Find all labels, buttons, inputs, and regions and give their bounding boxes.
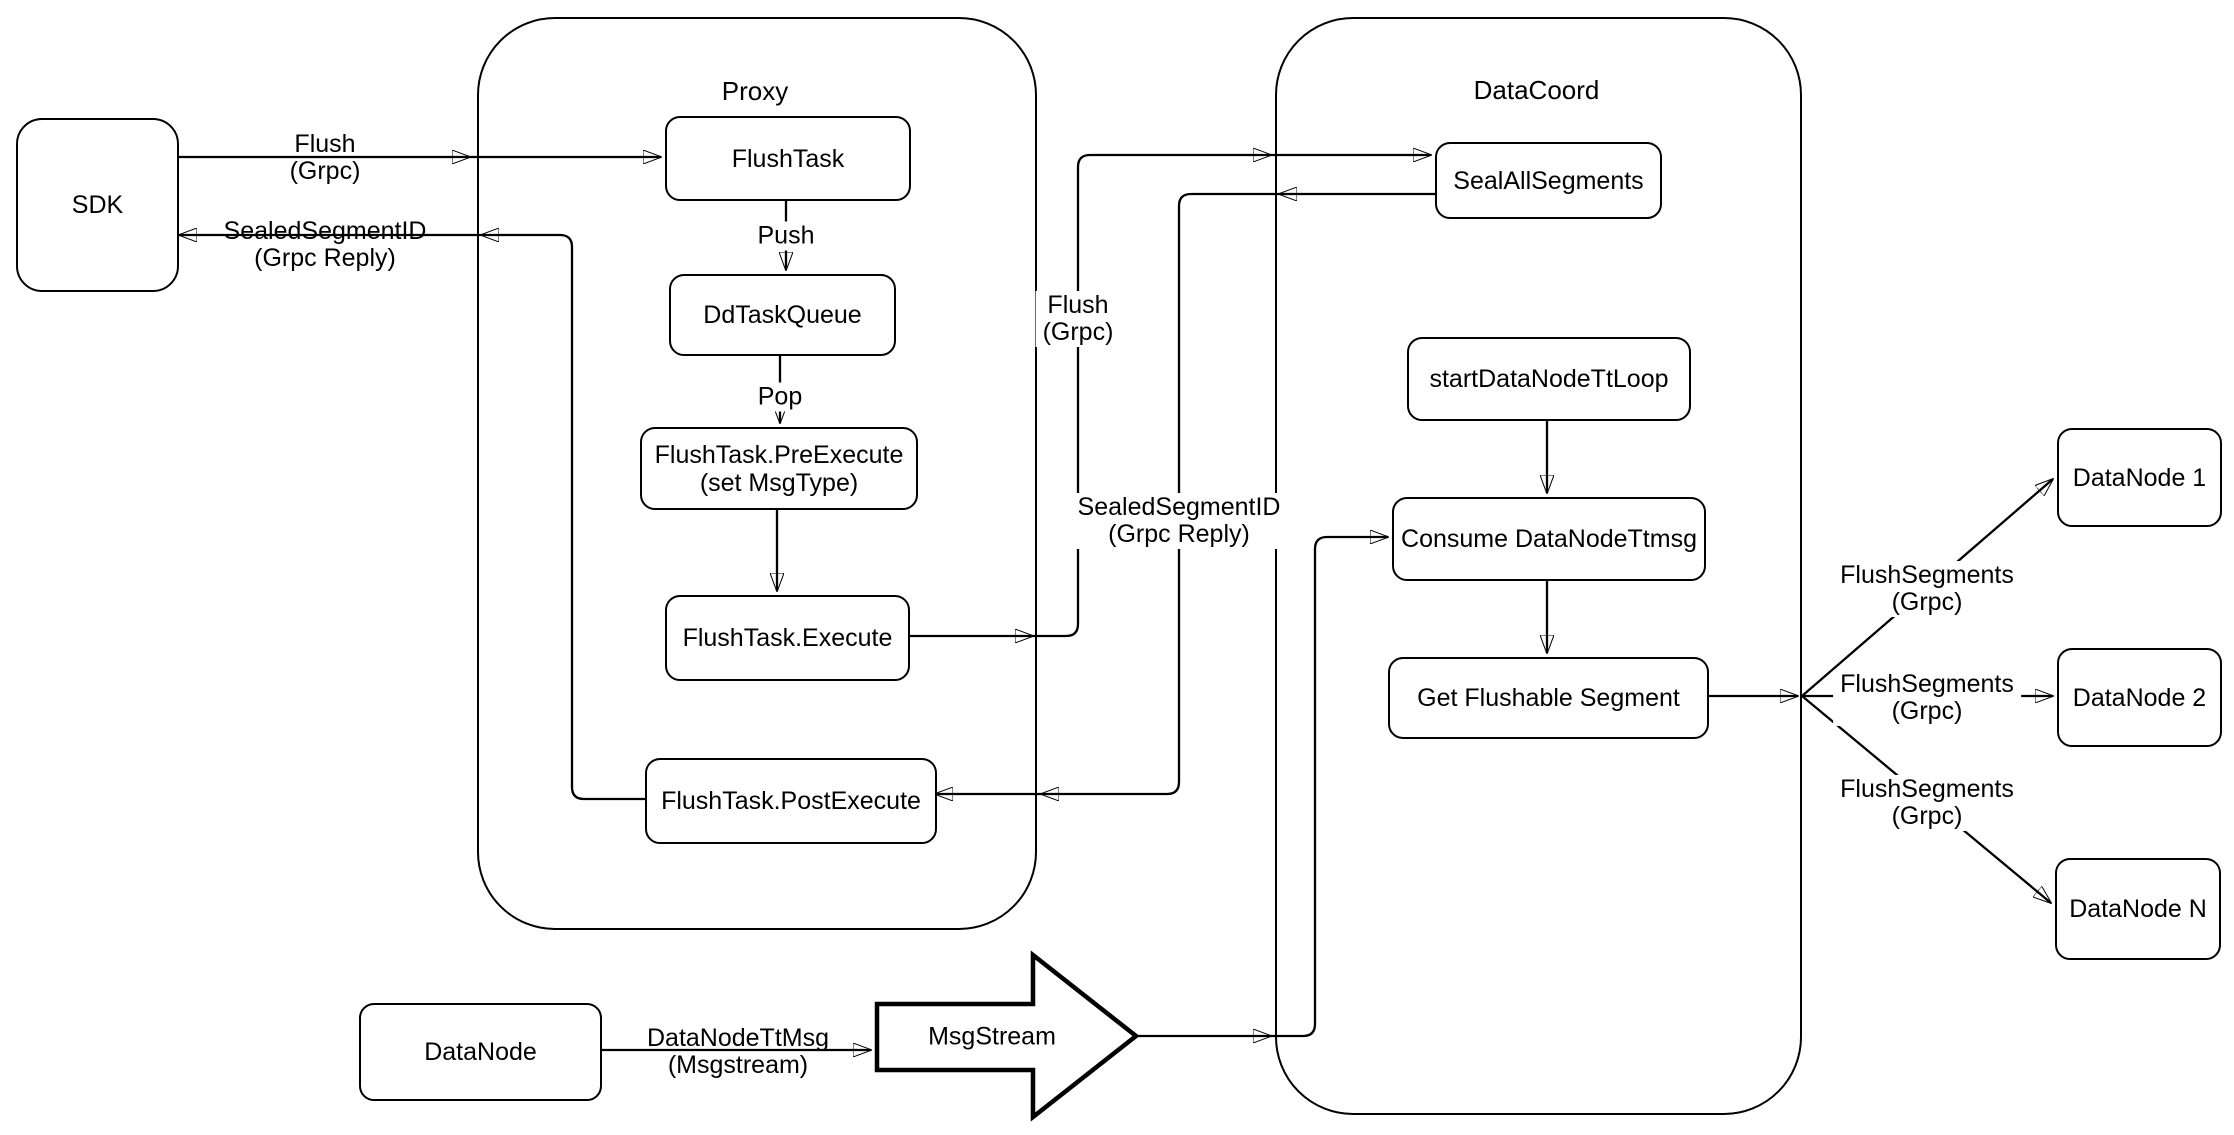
node-postexecute: FlushTask.PostExecute [645, 758, 937, 844]
node-preexecute-sublabel: (set MsgType) [699, 468, 859, 497]
node-datanode-n-label: DataNode N [2069, 895, 2207, 923]
node-datanode-2: DataNode 2 [2057, 648, 2222, 747]
msgstream-label: MsgStream [928, 1022, 1056, 1051]
node-sdk: SDK [16, 118, 179, 292]
proxy-container [477, 17, 1037, 930]
node-consume-datanodettmsg-label: Consume DataNodeTtmsg [1401, 525, 1697, 553]
node-datanode: DataNode [359, 1003, 602, 1101]
edge-datacoord-to-consume [1271, 537, 1388, 1038]
node-ddtaskqueue-label: DdTaskQueue [703, 301, 862, 329]
node-consume-datanodettmsg: Consume DataNodeTtmsg [1392, 497, 1706, 581]
datacoord-container [1275, 17, 1802, 1115]
datacoord-title: DataCoord [1473, 75, 1600, 105]
edge-postexecute-to-proxyedge [481, 235, 645, 801]
node-preexecute-label: FlushTask.PreExecute [654, 440, 904, 469]
label-sealedsegmentid-sdk: SealedSegmentID (Grpc Reply) [223, 217, 427, 272]
node-getflushablesegment-label: Get Flushable Segment [1417, 684, 1680, 712]
label-flush-grpc-mid: Flush (Grpc) [1035, 291, 1121, 347]
msgstream-arrow-shape [874, 950, 1140, 1122]
edge-execute-up-to-datacoord [1033, 155, 1271, 638]
node-flushtask: FlushTask [665, 116, 911, 201]
label-sealedsegmentid-mid: SealedSegmentID (Grpc Reply) [1070, 493, 1288, 549]
node-startdatanodettloop-label: startDataNodeTtLoop [1429, 365, 1669, 393]
node-sdk-label: SDK [71, 191, 124, 219]
node-datanode-1: DataNode 1 [2057, 428, 2222, 527]
node-flushtask-label: FlushTask [731, 144, 845, 173]
node-getflushablesegment: Get Flushable Segment [1388, 657, 1709, 739]
node-execute: FlushTask.Execute [665, 595, 910, 681]
node-postexecute-label: FlushTask.PostExecute [661, 787, 921, 815]
node-execute-label: FlushTask.Execute [682, 624, 893, 652]
label-flushsegments-3: FlushSegments (Grpc) [1833, 775, 2021, 831]
label-datanodettmsg: DataNodeTtMsg (Msgstream) [646, 1024, 830, 1079]
node-sealallsegments: SealAllSegments [1435, 142, 1662, 219]
node-ddtaskqueue: DdTaskQueue [669, 274, 896, 356]
label-flush-grpc-sdk: Flush (Grpc) [289, 130, 361, 185]
node-datanode-1-label: DataNode 1 [2072, 463, 2207, 492]
proxy-title: Proxy [721, 76, 789, 106]
node-datanode-label: DataNode [424, 1038, 537, 1066]
node-startdatanodettloop: startDataNodeTtLoop [1407, 337, 1691, 421]
node-preexecute: FlushTask.PreExecute (set MsgType) [640, 427, 918, 510]
node-datanode-n: DataNode N [2055, 858, 2221, 960]
label-flushsegments-1: FlushSegments (Grpc) [1833, 561, 2021, 617]
label-pop: Pop [750, 382, 810, 412]
node-sealallsegments-label: SealAllSegments [1453, 166, 1644, 195]
label-flushsegments-2: FlushSegments (Grpc) [1833, 670, 2021, 726]
node-datanode-2-label: DataNode 2 [2072, 683, 2207, 712]
label-push: Push [750, 221, 822, 251]
